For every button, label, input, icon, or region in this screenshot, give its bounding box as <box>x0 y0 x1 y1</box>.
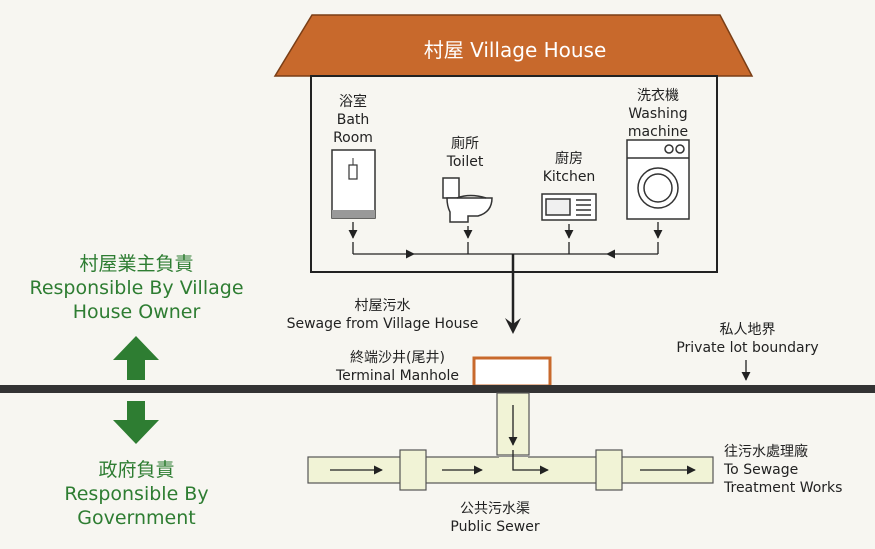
owner-responsibility: 村屋業主負責 Responsible By Village House Owne… <box>4 252 269 324</box>
up-arrow-icon <box>113 336 159 380</box>
manhole-zh: 終端沙井(尾井) <box>350 350 445 366</box>
sewer-zh: 公共污水渠 <box>460 501 530 517</box>
bath-label: 浴室 Bath Room <box>318 93 388 147</box>
washer-en1: Washing <box>628 106 688 122</box>
manhole-en: Terminal Manhole <box>335 368 460 384</box>
gov-en2: Government <box>77 507 196 529</box>
private-en: Private lot boundary <box>676 340 819 356</box>
kitchen-label: 廚房 Kitchen <box>528 150 610 186</box>
roof <box>273 14 754 77</box>
bath-en2: Room <box>333 130 373 146</box>
owner-en1: Responsible By Village <box>29 277 244 299</box>
manhole-label: 終端沙井(尾井) Terminal Manhole <box>325 349 470 385</box>
washer-label: 洗衣機 Washing machine <box>616 87 700 141</box>
ground-line <box>0 385 875 393</box>
sewage-label: 村屋污水 Sewage from Village House <box>275 297 490 333</box>
treatment-label: 往污水處理廠 To Sewage Treatment Works <box>724 443 869 497</box>
owner-en2: House Owner <box>72 301 201 323</box>
gov-zh: 政府負責 <box>98 459 175 481</box>
toilet-zh: 廁所 <box>451 136 479 152</box>
toilet-icon <box>442 177 493 223</box>
washer-zh: 洗衣機 <box>637 88 679 104</box>
kitchen-en: Kitchen <box>542 169 596 185</box>
toilet-en: Toilet <box>446 154 484 170</box>
sewage-zh: 村屋污水 <box>354 298 411 314</box>
treat-en2: Treatment Works <box>724 480 843 496</box>
gov-en1: Responsible By <box>64 483 209 505</box>
bath-en1: Bath <box>336 112 370 128</box>
bath-heater-icon <box>331 149 376 219</box>
kitchen-sink-icon <box>541 193 597 221</box>
private-zh: 私人地界 <box>719 322 776 338</box>
gov-responsibility: 政府負責 Responsible By Government <box>15 458 258 530</box>
treat-zh: 往污水處理廠 <box>724 444 808 460</box>
house-title: 村屋 Village House <box>423 38 607 62</box>
toilet-label: 廁所 Toilet <box>425 135 505 171</box>
terminal-manhole <box>472 356 552 388</box>
sewer-en: Public Sewer <box>450 519 540 535</box>
responsibility-arrows <box>113 336 159 444</box>
washer-en2: machine <box>627 124 689 140</box>
bath-zh: 浴室 <box>339 94 367 110</box>
treat-en1: To Sewage <box>724 462 799 478</box>
kitchen-zh: 廚房 <box>555 151 583 167</box>
private-lot-label: 私人地界 Private lot boundary <box>665 321 830 357</box>
public-sewer-label: 公共污水渠 Public Sewer <box>440 500 550 536</box>
sewage-en: Sewage from Village House <box>286 316 479 332</box>
down-arrow-icon <box>113 401 159 444</box>
washing-machine-icon <box>626 139 690 220</box>
owner-zh: 村屋業主負責 <box>79 253 194 275</box>
